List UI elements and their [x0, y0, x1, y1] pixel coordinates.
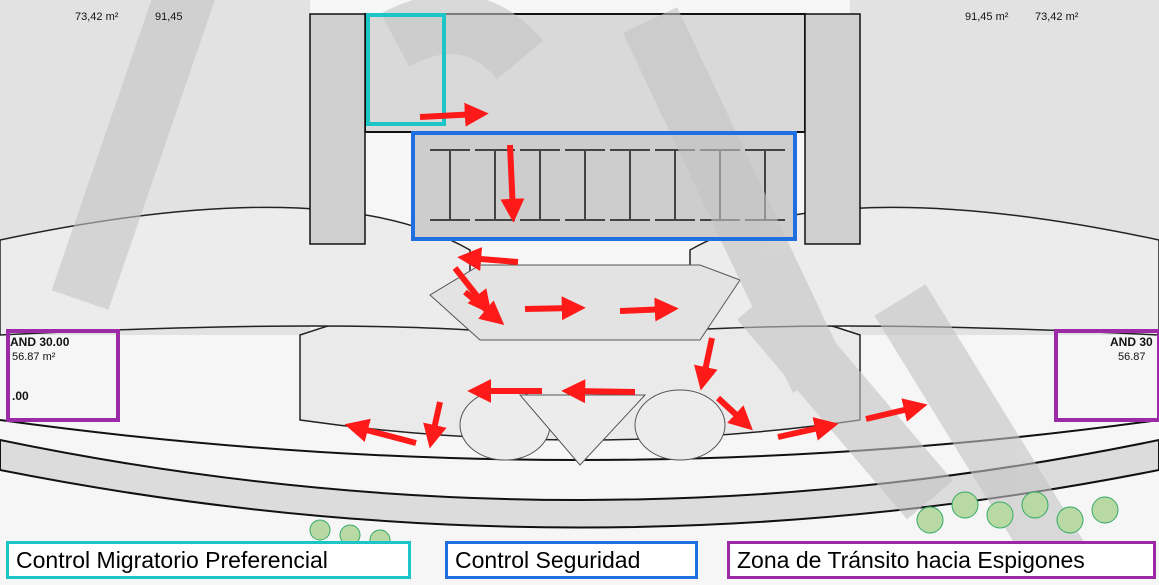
- red-arrow-icon: [715, 395, 753, 431]
- level-label: AND 30.00: [10, 335, 70, 349]
- area-label: 56.87: [1118, 351, 1146, 363]
- trees: [309, 491, 1119, 551]
- right-core: [804, 13, 861, 245]
- red-arrow-icon: [524, 296, 586, 321]
- red-arrow-icon: [457, 247, 519, 272]
- red-arrow-icon: [419, 102, 489, 127]
- red-arrow-icon: [694, 337, 718, 391]
- red-arrow-icon: [777, 417, 839, 441]
- tree-icon: [309, 519, 331, 541]
- area-label: 91,45 m²: [965, 11, 1009, 23]
- legend-migratorio: Control Migratorio Preferencial: [6, 541, 411, 579]
- area-label: 73,42 m²: [75, 11, 119, 23]
- tree-icon: [1056, 506, 1084, 534]
- left-core: [309, 13, 366, 245]
- flow-arrows: [344, 102, 928, 449]
- red-arrow-icon: [561, 379, 636, 404]
- tree-icon: [986, 501, 1014, 529]
- area-label: 56.87 m²: [12, 351, 56, 363]
- level-label: AND 30: [1110, 335, 1153, 349]
- legend-seguridad: Control Seguridad: [445, 541, 698, 579]
- legend-transito-label: Zona de Tránsito hacia Espigones: [737, 546, 1085, 573]
- zone-seguridad-box: [411, 131, 797, 241]
- red-arrow-icon: [452, 266, 492, 315]
- tree-icon: [916, 506, 944, 534]
- area-label: 91,45: [155, 11, 183, 23]
- red-arrow-icon: [344, 418, 417, 446]
- red-arrow-icon: [865, 398, 928, 422]
- tree-icon: [951, 491, 979, 519]
- zone-transito-left-box: [6, 329, 120, 422]
- red-arrow-icon: [463, 289, 505, 325]
- legend-seguridad-label: Control Seguridad: [455, 546, 641, 573]
- area-label: 73,42 m²: [1035, 11, 1079, 23]
- zone-transito-right-box: [1054, 329, 1159, 422]
- red-arrow-icon: [619, 297, 679, 322]
- legend-migratorio-label: Control Migratorio Preferencial: [16, 546, 328, 573]
- red-arrow-icon: [500, 144, 525, 223]
- red-arrow-icon: [423, 401, 447, 449]
- zone-migratorio-box: [366, 13, 446, 126]
- right-lounge: [634, 389, 726, 461]
- curbside: [0, 438, 1159, 529]
- tree-icon: [1021, 491, 1049, 519]
- level-label: .00: [12, 389, 29, 403]
- tree-icon: [1091, 496, 1119, 524]
- legend-transito: Zona de Tránsito hacia Espigones: [727, 541, 1156, 579]
